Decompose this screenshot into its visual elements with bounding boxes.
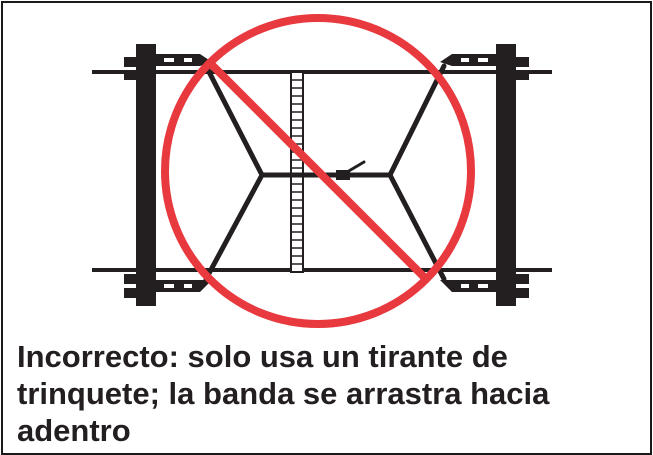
clamp-top-left (156, 54, 212, 66)
prohibition-symbol (161, 14, 475, 328)
clamp-top-right (440, 54, 496, 66)
left-rail (124, 44, 156, 306)
strap-left-branch (203, 63, 265, 282)
prohibition-circle (161, 14, 475, 328)
belt-clamp-diagram (92, 14, 552, 328)
caption: Incorrecto: solo usa un tirante de trinq… (17, 339, 550, 448)
prohibition-slash (207, 60, 429, 282)
belt-splice (290, 71, 304, 273)
clamp-bottom-left (156, 280, 212, 292)
ratchet-buckle (336, 170, 350, 180)
conveyor-belt (92, 70, 552, 272)
right-rail (496, 44, 529, 306)
clamp-bottom-right (440, 280, 496, 292)
